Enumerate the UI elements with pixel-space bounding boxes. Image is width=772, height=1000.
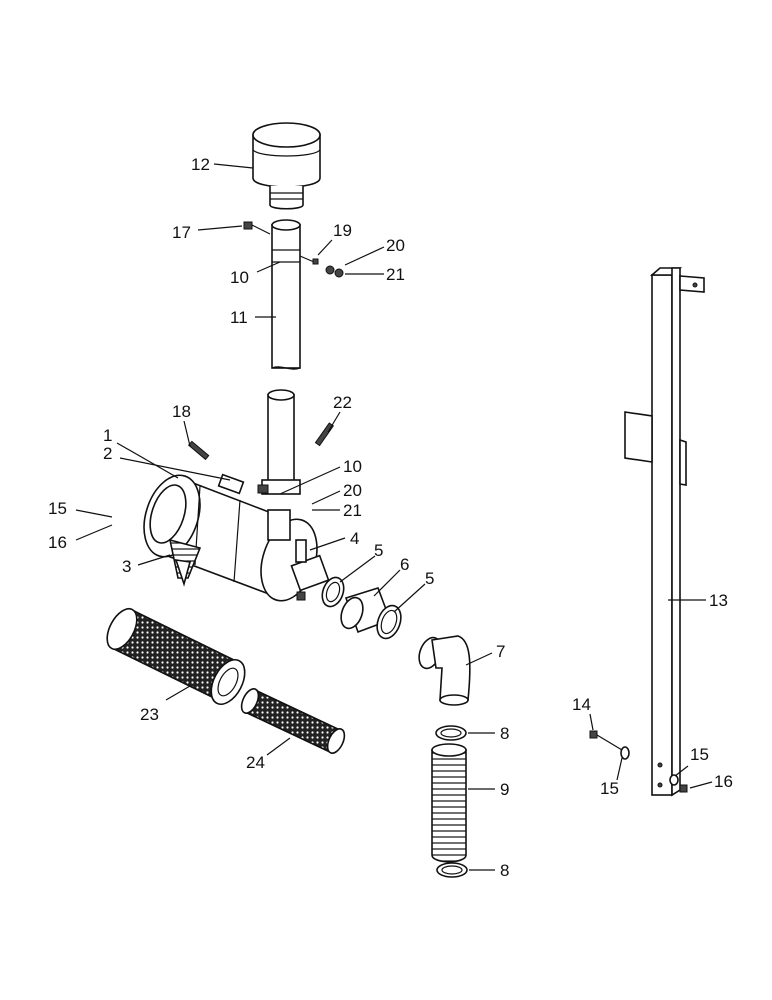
callout-20b: 20	[343, 481, 362, 500]
primary-filter-part	[106, 607, 246, 705]
callout-12: 12	[191, 155, 210, 174]
leader-lines	[75, 163, 713, 871]
callout-15a: 15	[48, 499, 67, 518]
secondary-filter-part	[240, 688, 346, 754]
clamps-and-sleeve-part	[321, 576, 402, 640]
callout-20a: 20	[386, 236, 405, 255]
callout-7: 7	[496, 642, 505, 661]
callout-24: 24	[246, 753, 265, 772]
callout-10a: 10	[230, 268, 249, 287]
callout-19: 19	[333, 221, 352, 240]
callout-18: 18	[172, 402, 191, 421]
mounting-stand-part	[624, 267, 705, 797]
callout-15b: 15	[690, 745, 709, 764]
stand-hardware-part	[589, 730, 688, 793]
hose-clamps-part	[435, 725, 468, 878]
callout-3: 3	[122, 557, 131, 576]
callout-8a: 8	[500, 724, 509, 743]
callout-9: 9	[500, 780, 509, 799]
callout-labels: 12 17 19 20 10 21 11 18 22 1 2 10 20 21 …	[48, 155, 733, 880]
callout-11: 11	[230, 308, 248, 327]
upper-pipe-part	[271, 219, 301, 370]
callout-16a: 16	[48, 533, 67, 552]
callout-2: 2	[103, 444, 112, 463]
intake-stub-part	[187, 389, 335, 495]
clamp-bolt-part	[243, 221, 344, 278]
rain-cap-part	[252, 122, 321, 210]
callout-17: 17	[172, 223, 191, 242]
callout-5a: 5	[374, 541, 383, 560]
dust-valve-part	[168, 538, 202, 587]
callout-14: 14	[572, 695, 591, 714]
callout-15c: 15	[600, 779, 619, 798]
callout-6: 6	[400, 555, 409, 574]
callout-23: 23	[140, 705, 159, 724]
callout-22: 22	[333, 393, 352, 412]
elbow-part	[418, 635, 471, 706]
callout-1: 1	[103, 426, 112, 445]
callout-16b: 16	[714, 772, 733, 791]
callout-5b: 5	[425, 569, 434, 588]
callout-8b: 8	[500, 861, 509, 880]
callout-10b: 10	[343, 457, 362, 476]
callout-21a: 21	[386, 265, 405, 284]
air-cleaner-body-part	[143, 473, 330, 602]
callout-4: 4	[350, 529, 359, 548]
flex-hose-part	[431, 743, 467, 863]
callout-13: 13	[709, 591, 728, 610]
callout-21b: 21	[343, 501, 362, 520]
